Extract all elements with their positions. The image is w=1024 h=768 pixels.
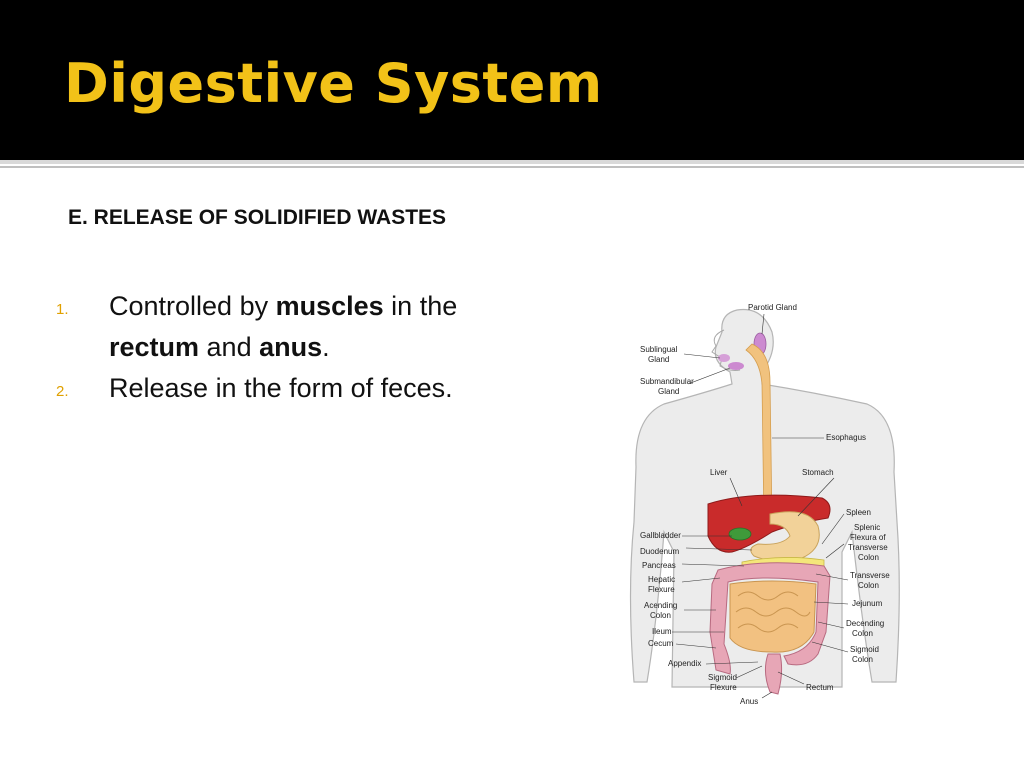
label-sigmoid-flexure: Sigmoid <box>708 673 737 682</box>
label-pancreas: Pancreas <box>642 561 676 570</box>
list-number: 1. <box>56 301 69 318</box>
label-submandibular-gland: Submandibular <box>640 377 694 386</box>
list-number: 2. <box>56 383 69 400</box>
item-text-part: and <box>199 332 260 362</box>
label-hepatic-flexure: Hepatic <box>648 575 675 584</box>
label-parotid-gland: Parotid Gland <box>748 303 797 312</box>
label-appendix: Appendix <box>668 659 701 668</box>
label-jejunum: Jejunum <box>852 599 883 608</box>
label-sigmoid-colon: Sigmoid <box>850 645 879 654</box>
label-transverse-colon: Transverse <box>850 571 890 580</box>
leader-lines <box>672 313 849 699</box>
label-splenic-flexure-2: Flexura of <box>850 533 886 542</box>
label-stomach: Stomach <box>802 468 834 477</box>
face-profile <box>711 329 741 371</box>
label-splenic-flexure: Splenic <box>854 523 880 532</box>
label-ileum: Ileum <box>652 627 672 636</box>
label-decending-colon-2: Colon <box>852 629 873 638</box>
label-sublingual-gland: Sublingual <box>640 345 678 354</box>
title-bar: Digestive System <box>0 0 1024 160</box>
label-duodenum: Duodenum <box>640 547 679 556</box>
label-sublingual-gland-2: Gland <box>648 355 669 364</box>
label-gallbladder: Gallbladder <box>640 531 681 540</box>
label-submandibular-gland-2: Gland <box>658 387 679 396</box>
label-hepatic-flexure-2: Flexure <box>648 585 675 594</box>
label-rectum: Rectum <box>806 683 834 692</box>
section-heading: E. RELEASE OF SOLIDIFIED WASTES <box>68 206 447 229</box>
large-intestine <box>709 562 831 675</box>
label-acending-colon: Acending <box>644 601 677 610</box>
divider-line-thin <box>0 166 1024 168</box>
bold-term-muscles: muscles <box>275 291 384 321</box>
label-acending-colon-2: Colon <box>650 611 671 620</box>
small-intestine <box>729 580 817 653</box>
divider-line <box>0 160 1024 164</box>
label-liver: Liver <box>710 468 728 477</box>
slide-title: Digestive System <box>64 52 603 115</box>
label-spleen: Spleen <box>846 508 871 517</box>
bold-term-rectum: rectum <box>109 332 200 362</box>
rectum <box>764 653 783 695</box>
intestine-loops <box>735 591 811 633</box>
label-cecum: Cecum <box>648 639 674 648</box>
label-esophagus: Esophagus <box>826 433 866 442</box>
label-sigmoid-flexure-2: Flexure <box>710 683 737 692</box>
label-splenic-flexure-3: Transverse <box>848 543 888 552</box>
item-text: Release in the form of feces. <box>109 373 453 403</box>
bullet-list: 1. Controlled by muscles in the rectum a… <box>56 286 476 409</box>
gallbladder <box>728 527 752 541</box>
item-text-part: in the <box>383 291 458 321</box>
item-text-part: . <box>322 332 330 362</box>
label-transverse-colon-2: Colon <box>858 581 879 590</box>
digestive-system-diagram: Parotid Gland Sublingual Gland Submandib… <box>612 292 912 712</box>
bold-term-anus: anus <box>259 332 323 362</box>
sublingual-gland <box>718 354 730 362</box>
submandibular-gland <box>728 362 744 370</box>
label-sigmoid-colon-2: Colon <box>852 655 873 664</box>
item-text-part: Controlled by <box>109 291 276 321</box>
label-anus: Anus <box>740 697 758 706</box>
stomach <box>750 511 820 562</box>
list-item: 1. Controlled by muscles in the rectum a… <box>56 286 476 368</box>
label-splenic-flexure-4: Colon <box>858 553 879 562</box>
list-item: 2. Release in the form of feces. <box>56 368 476 409</box>
anatomy-illustration: Parotid Gland Sublingual Gland Submandib… <box>629 303 900 706</box>
label-decending-colon: Decending <box>846 619 884 628</box>
